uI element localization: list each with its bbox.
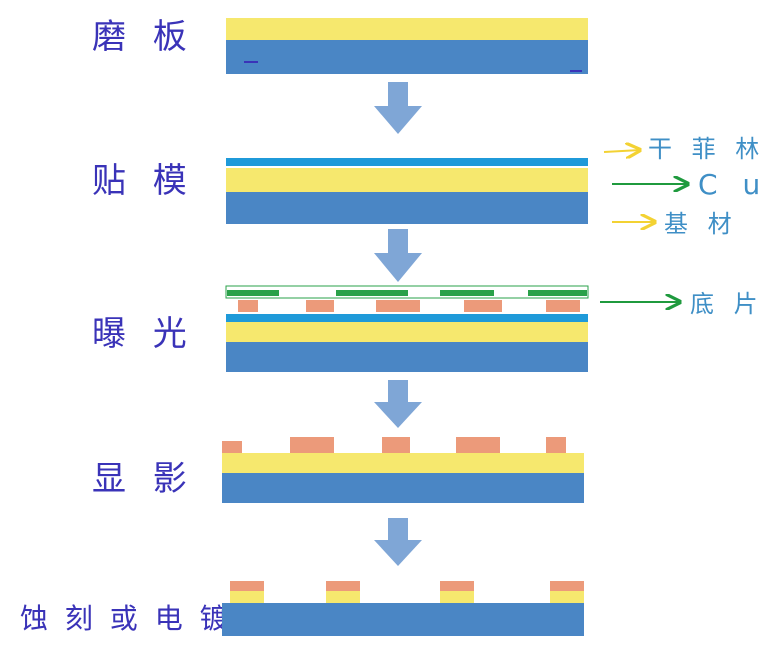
resist-block [306,300,334,312]
resist-block [376,300,420,312]
resist-block [230,581,264,591]
board-development [222,437,584,503]
substrate-layer [226,40,588,74]
resist-block [382,437,410,453]
step-label-etching-or-plating: 蚀 刻 或 电 镀 [20,602,232,635]
resist-block [238,300,258,312]
scratch-mark [570,70,582,72]
callout-cu: C u [612,168,768,201]
copper-layer [222,453,584,473]
copper-trace [326,591,360,603]
substrate-layer [222,473,584,503]
callout-cu-label: C u [698,168,768,201]
callout-negative: 底 片 [600,290,764,318]
board-exposure [225,285,589,372]
step-label-lamination: 贴 模 [92,161,195,201]
step-label-exposure: 曝 光 [92,314,195,354]
board-grinding [226,18,588,74]
mask-opaque-segment [528,290,587,296]
resist-block [546,437,566,453]
mask-opaque-segment [336,290,408,296]
down-arrow-icon [374,82,422,134]
resist-block [440,581,474,591]
board-etching [222,581,584,636]
resist-block [546,300,580,312]
callout-dry-film-label: 干 菲 林 [648,135,765,163]
resist-block [464,300,502,312]
resist-block [222,441,242,453]
substrate-layer [226,192,588,224]
resist-block [290,437,334,453]
substrate-layer [226,342,588,372]
resist-block [550,581,584,591]
resist-block [456,437,500,453]
down-arrow-icon [374,380,422,428]
copper-layer [226,18,588,40]
scratch-mark [244,61,258,63]
mask-opaque-segment [227,290,279,296]
down-arrow-icon [374,518,422,566]
callout-substrate-label: 基 材 [664,210,738,238]
substrate-layer [222,603,584,636]
step-label-development: 显 影 [92,459,195,499]
dry-film-layer [226,158,588,166]
dry-film-layer [226,314,588,322]
mask-opaque-segment [440,290,494,296]
callout-substrate: 基 材 [612,210,738,238]
copper-trace [440,591,474,603]
callout-negative-label: 底 片 [690,290,764,318]
step-label-grinding: 磨 板 [92,17,195,57]
resist-block [326,581,360,591]
down-arrow-icon [374,229,422,282]
copper-trace [230,591,264,603]
board-lamination [226,158,588,224]
callout-dry-film: 干 菲 林 [603,135,765,163]
copper-layer [226,168,588,192]
copper-trace [550,591,584,603]
copper-layer [226,322,588,342]
